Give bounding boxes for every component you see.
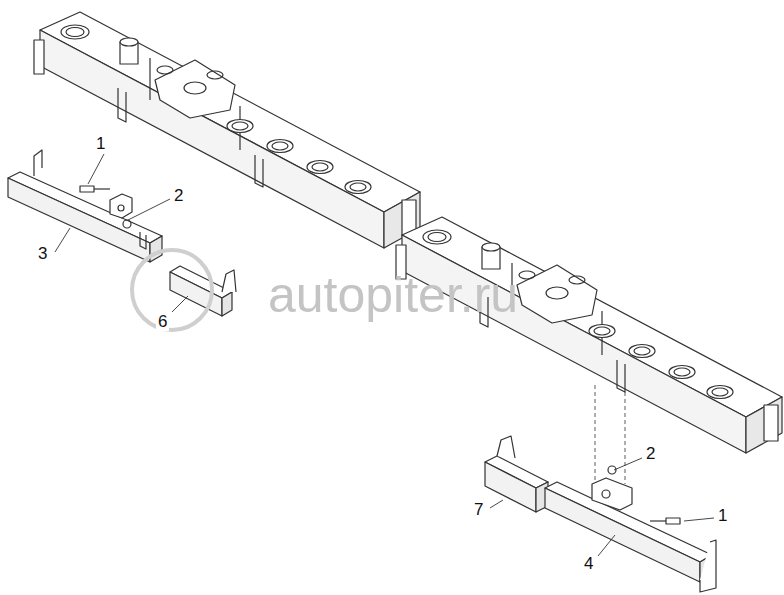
watermark: autopiter.ru [268,270,518,320]
callout-number: 1 [94,134,107,153]
callout-number: 4 [582,554,595,573]
callout-number: 6 [156,312,169,331]
callout-number: 2 [172,186,185,205]
callout-number: 7 [472,500,485,519]
callout-number: 2 [644,444,657,463]
callout-number: 1 [716,506,729,525]
callout-number: 3 [36,244,49,263]
